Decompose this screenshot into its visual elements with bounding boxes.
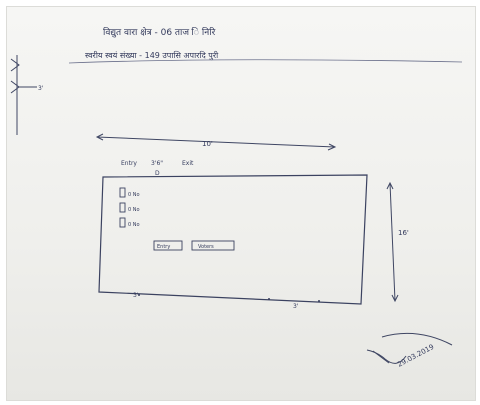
right-dimension-label: 16' xyxy=(398,229,409,237)
bottom-ticks xyxy=(138,294,320,302)
width-note: 3'6" xyxy=(151,160,163,167)
top-dimension-label: 10' xyxy=(202,140,213,148)
door-mark: D xyxy=(155,170,160,177)
bottom-right-note: 3' xyxy=(293,303,299,310)
room-label-2: 0 No xyxy=(128,207,140,213)
signature-date: 29.03.2019 xyxy=(396,343,435,369)
header-line-2: स्वरीय स्वयं संख्या - 149 उपासि अपारदि प… xyxy=(85,50,219,61)
bottom-left-note: 3' xyxy=(133,292,139,299)
room-label-1: 0 No xyxy=(128,192,140,198)
plan-rectangle xyxy=(98,174,368,305)
gate-dimension-label: 3' xyxy=(38,85,44,92)
room-list: 0 No 0 No 0 No xyxy=(119,187,140,228)
inner-box-2-label: Voters xyxy=(198,244,214,250)
inner-boxes: Entry Voters xyxy=(153,240,235,251)
top-dimension xyxy=(95,133,337,151)
gate-symbol: 3' xyxy=(10,55,44,135)
right-dimension xyxy=(386,181,399,303)
signature xyxy=(366,332,453,364)
sketch-drawing: विद्युत वारा क्षेत्र - 06 ताज ि निरि स्व… xyxy=(10,26,463,369)
header-underline xyxy=(68,59,463,64)
header-line-1: विद्युत वारा क्षेत्र - 06 ताज ि निरि xyxy=(103,26,216,38)
photo-frame: विद्युत वारा क्षेत्र - 06 ताज ि निरि स्व… xyxy=(6,6,476,401)
room-label-3: 0 No xyxy=(128,222,140,228)
entry-label: Entry xyxy=(121,160,137,167)
exit-label: Exit xyxy=(182,160,194,167)
inner-box-1-label: Entry xyxy=(157,244,170,250)
